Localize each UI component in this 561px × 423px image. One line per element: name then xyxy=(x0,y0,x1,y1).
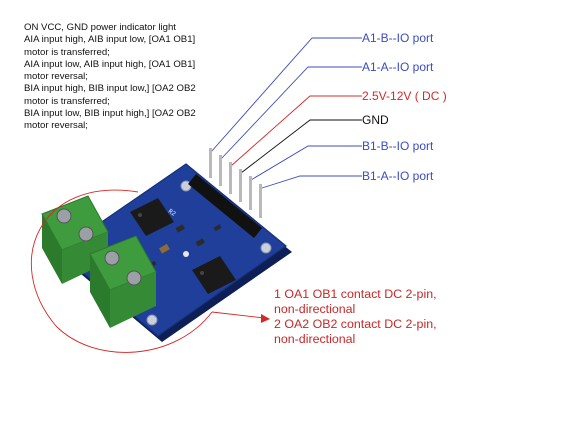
note-line: motor reversal; xyxy=(24,120,88,132)
pin-label-b1a: B1-A--IO port xyxy=(362,169,434,183)
contact-line: 1 OA1 OB1 contact DC 2-pin, xyxy=(274,287,437,301)
screw-icon xyxy=(104,250,120,266)
leader-a1a xyxy=(220,66,362,160)
note-line: AIA input high, AIB input low, [OA1 OB1] xyxy=(24,34,196,46)
power-led xyxy=(183,251,189,257)
screw-icon xyxy=(126,270,142,286)
pin-header xyxy=(188,148,262,238)
mount-hole xyxy=(146,314,158,326)
smd-part xyxy=(175,224,185,233)
function-notes: ON VCC, GND power indicator light AIA in… xyxy=(24,22,264,133)
pin-label-vcc: 2.5V-12V ( DC ) xyxy=(362,89,447,103)
pin-label-a1b: A1-B--IO port xyxy=(362,31,434,45)
note-line: motor is transferred; xyxy=(24,95,110,107)
driver-ic-a xyxy=(130,198,174,236)
terminal-block-2 xyxy=(89,235,157,328)
motor-contact-notes: 1 OA1 OB1 contact DC 2-pin, non-directio… xyxy=(274,287,437,347)
leader-b1a xyxy=(261,175,362,189)
terminal-block-1 xyxy=(41,195,109,284)
smd-part xyxy=(159,243,170,254)
driver-ic-b xyxy=(192,256,236,294)
note-line: BIA input high, BIB input low,] [OA2 OB2 xyxy=(24,83,196,95)
screw-icon xyxy=(78,226,94,242)
pin-label-b1b: B1-B--IO port xyxy=(362,139,434,153)
leader-gnd xyxy=(240,119,362,174)
note-line: ON VCC, GND power indicator light xyxy=(24,22,176,33)
smd-part xyxy=(195,238,205,247)
note-line: BIA input low, BIB input high,] [OA2 OB2 xyxy=(24,108,196,120)
smd-part xyxy=(213,224,222,232)
note-line: motor is transferred; xyxy=(24,46,110,58)
pin-label-a1a: A1-A--IO port xyxy=(362,60,434,74)
arrowhead-icon xyxy=(261,314,270,323)
silk-r2: R2 xyxy=(167,208,177,218)
note-line: motor reversal; xyxy=(24,71,88,83)
contact-line: 2 OA2 OB2 contact DC 2-pin, xyxy=(274,317,437,331)
mount-hole xyxy=(260,242,272,254)
leader-a1b xyxy=(210,37,362,153)
callout-arrow xyxy=(211,311,265,319)
contact-line: non-directional xyxy=(274,302,356,316)
contact-line: non-directional xyxy=(274,332,356,346)
screw-icon xyxy=(56,208,72,224)
note-line: AIA input low, AIB input high, [OA1 OB1] xyxy=(24,58,196,70)
pin-leader-lines xyxy=(210,37,362,189)
callout-circle xyxy=(30,189,213,353)
leader-vcc xyxy=(230,95,362,167)
leader-b1b xyxy=(250,145,362,181)
pin-label-gnd: GND xyxy=(362,113,389,127)
